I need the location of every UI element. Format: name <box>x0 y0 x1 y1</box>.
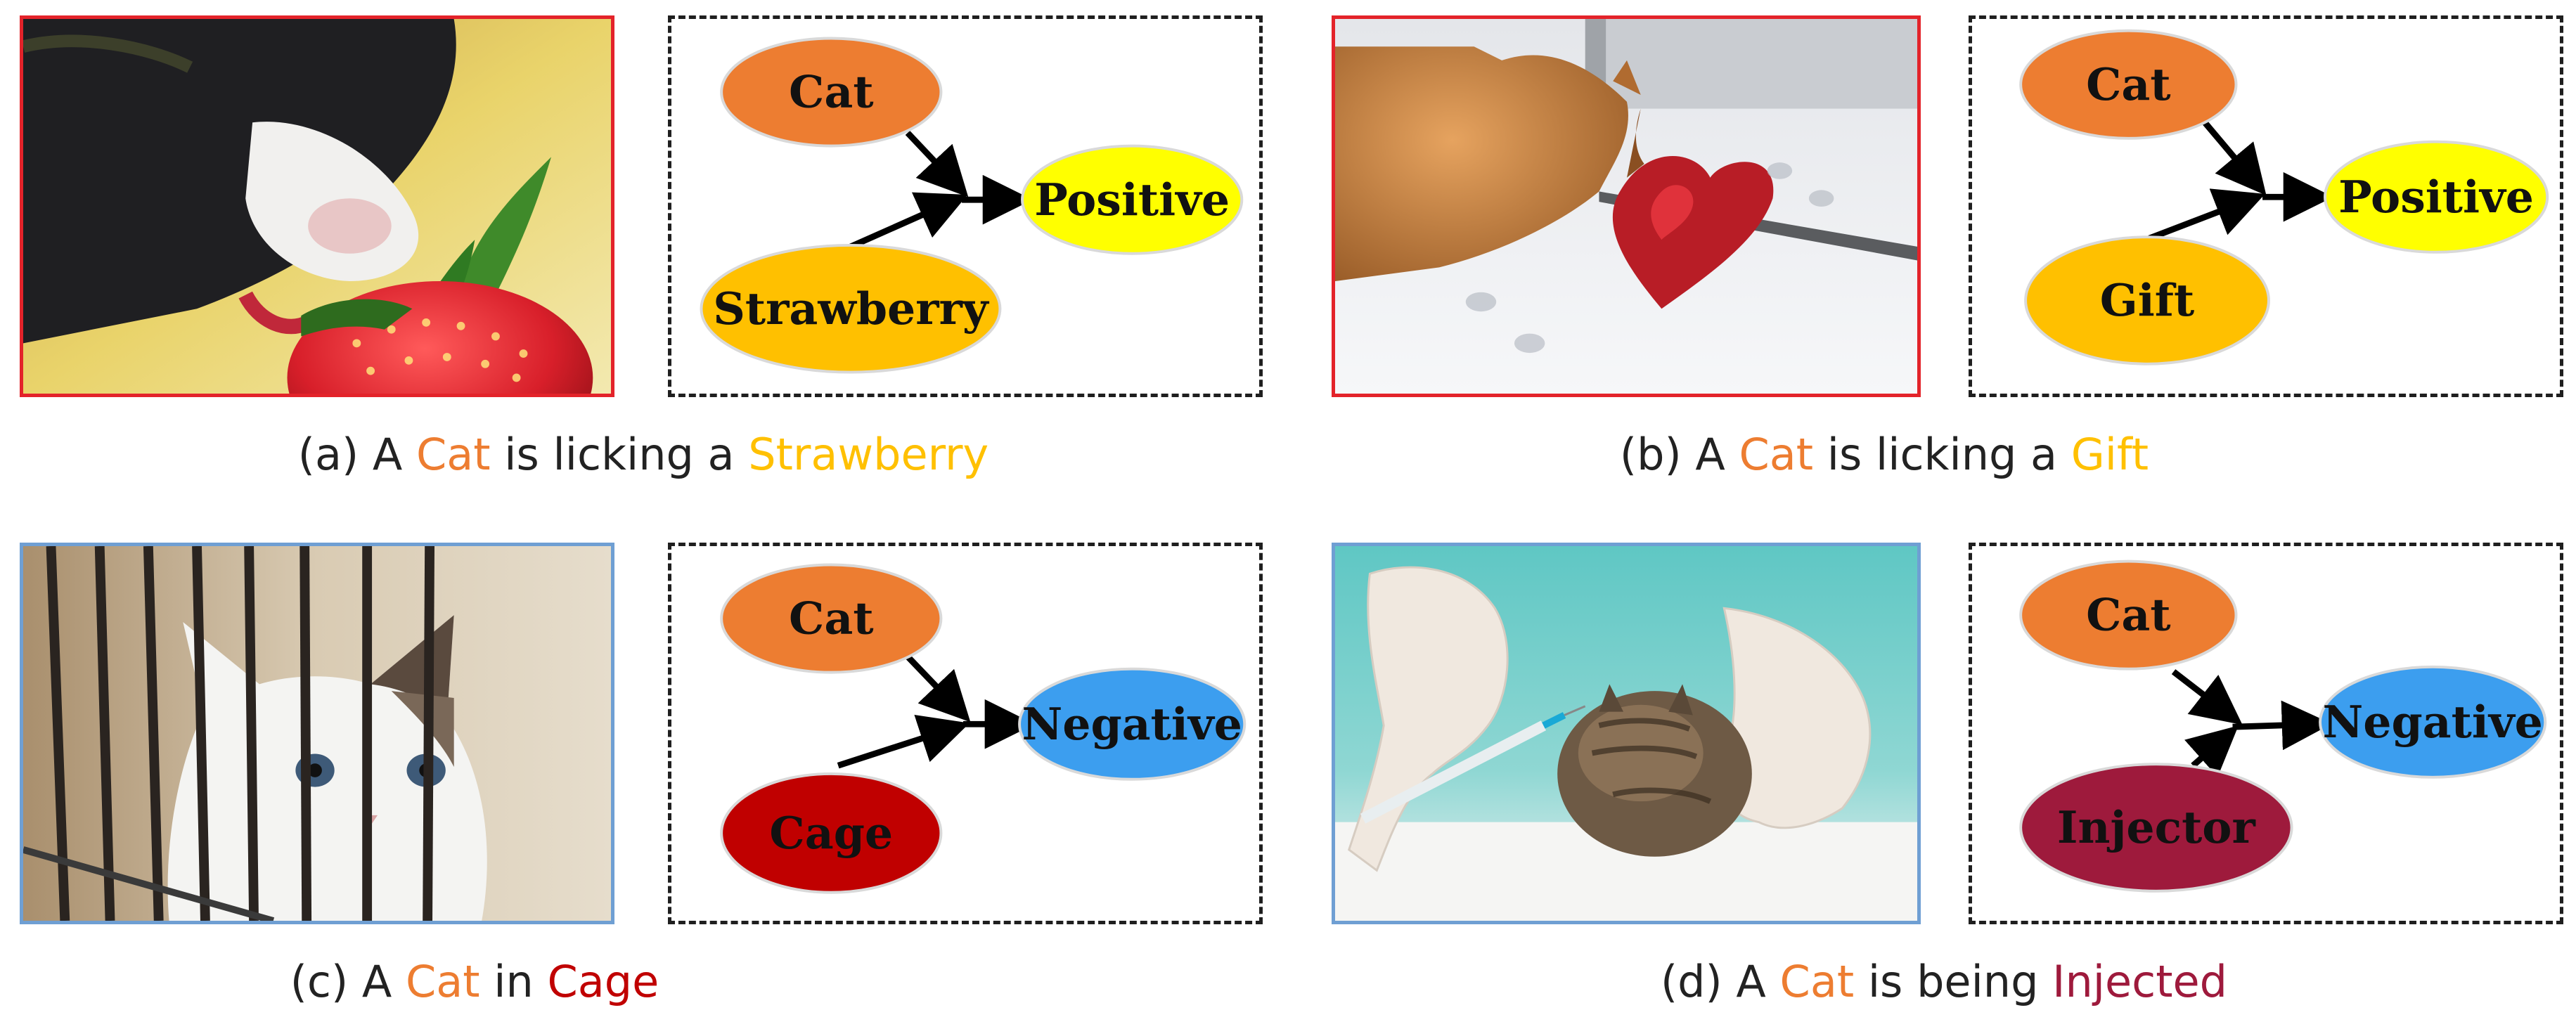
caption-a-prefix: (a) A <box>297 429 416 480</box>
node-cat <box>2019 29 2238 140</box>
node-cat-label: Cat <box>789 66 873 118</box>
node-positive <box>2324 140 2549 254</box>
caption-b: (b) A Cat is licking a Gift <box>1575 429 2194 480</box>
edge-sentiment <box>2232 700 2332 751</box>
caption-a-subject: Cat <box>416 429 491 480</box>
node-cat-label: Cat <box>2086 58 2170 110</box>
node-cat <box>2019 559 2238 671</box>
photo-cat-injection <box>1332 543 1921 924</box>
caption-b-object: Gift <box>2071 429 2149 480</box>
node-positive-label: Positive <box>1034 174 1230 226</box>
caption-d-object: Injected <box>2052 956 2228 1007</box>
caption-b-middle: is licking a <box>1813 429 2071 480</box>
node-cage-label: Cage <box>769 807 893 859</box>
graph-panel-c: Cat Cage Negative <box>668 543 1263 924</box>
caption-c-subject: Cat <box>405 956 480 1007</box>
node-gift <box>2024 235 2270 365</box>
caption-c-object: Cage <box>547 956 659 1007</box>
photo-cat-cage <box>20 543 614 924</box>
node-strawberry <box>700 243 1002 374</box>
node-cat-label: Cat <box>789 593 873 645</box>
node-negative <box>1018 667 1247 781</box>
caption-d-prefix: (d) A <box>1660 956 1780 1007</box>
caption-b-prefix: (b) A <box>1619 429 1739 480</box>
node-cat <box>720 563 943 674</box>
node-gift-label: Gift <box>2100 274 2194 326</box>
caption-a: (a) A Cat is licking a Strawberry <box>267 429 1019 480</box>
edge-subject <box>2202 120 2267 196</box>
caption-c-middle: in <box>479 956 548 1007</box>
edge-subject <box>2171 669 2243 725</box>
caption-c-prefix: (c) A <box>290 956 406 1007</box>
node-injector-label: Injector <box>2057 801 2256 853</box>
graph-panel-a: Cat Strawberry Positive <box>668 15 1263 397</box>
edge-subject <box>905 130 969 198</box>
node-positive <box>1021 144 1244 255</box>
edge-object <box>837 714 970 769</box>
caption-a-object: Strawberry <box>748 429 989 480</box>
caption-d-subject: Cat <box>1779 956 1855 1007</box>
node-negative-label: Negative <box>2322 696 2542 748</box>
node-negative <box>2319 665 2547 779</box>
caption-b-subject: Cat <box>1739 429 1814 480</box>
node-cage <box>720 772 943 894</box>
photo-cat-gift <box>1332 15 1921 397</box>
caption-d: (d) A Cat is being Injected <box>1617 956 2271 1007</box>
photo-cat-strawberry <box>20 15 614 397</box>
node-positive-label: Positive <box>2338 171 2534 223</box>
caption-a-middle: is licking a <box>490 429 749 480</box>
edge-subject <box>905 654 971 723</box>
edge-object <box>2148 188 2265 242</box>
graph-panel-b: Cat Gift Positive <box>1969 15 2563 397</box>
edge-object <box>849 192 968 250</box>
node-cat <box>720 37 943 148</box>
node-negative-label: Negative <box>1022 698 1242 750</box>
node-cat-label: Cat <box>2086 589 2170 641</box>
caption-d-middle: is being <box>1854 956 2053 1007</box>
node-injector <box>2019 763 2293 893</box>
graph-panel-d: Cat Injector Negative <box>1969 543 2563 924</box>
caption-c: (c) A Cat in Cage <box>267 956 682 1007</box>
edge-object <box>2184 725 2239 777</box>
node-strawberry-label: Strawberry <box>713 283 990 335</box>
